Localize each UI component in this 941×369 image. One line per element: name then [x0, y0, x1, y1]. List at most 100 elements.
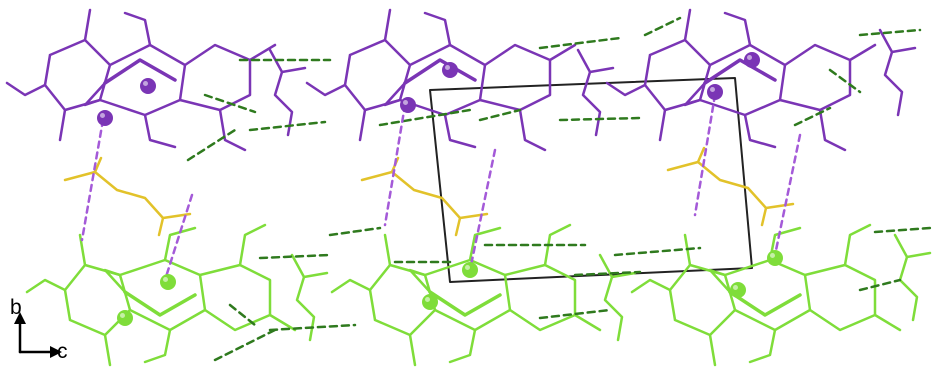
lower-atom-c1-highlight	[733, 285, 738, 290]
axis-b-arrow	[14, 312, 26, 324]
lower-cluster-b-bond-2	[330, 278, 372, 294]
upper-cluster-b-bond-1	[383, 8, 392, 42]
lower-cluster-a-bond-7	[238, 223, 267, 267]
lower-cluster-b-bond-3	[383, 233, 392, 267]
upper-cluster-c-metal-bridge	[703, 58, 777, 85]
upper-cluster-c-bond-8	[683, 81, 707, 107]
upper-atom-a1	[97, 110, 113, 126]
lower-cluster-a-metal-bridge	[123, 290, 197, 317]
upper-atom-b2-highlight	[445, 65, 450, 70]
linker-c-branch-2	[760, 206, 768, 227]
lower-cluster-a-bond-1	[103, 333, 112, 367]
upper-cluster-b-metal-bridge	[403, 58, 477, 85]
metal-contact-3	[383, 103, 407, 227]
upper-cluster-c-bond-6	[848, 43, 877, 62]
hbond-6	[538, 36, 622, 50]
upper-atom-c1-highlight	[710, 87, 715, 92]
lower-cluster-b-bond-5	[448, 328, 477, 364]
lower-atom-b1	[422, 294, 438, 310]
lower-cluster-b-bond-7	[543, 223, 572, 267]
upper-cluster-b-bond-7	[518, 108, 547, 152]
lower-cluster-c-bond-5	[748, 328, 777, 364]
upper-cluster-a-bond-3	[58, 108, 67, 142]
upper-cluster-c-ring-right	[778, 43, 852, 112]
lower-cluster-c-bond-1	[708, 333, 717, 367]
unit-cell-outline	[429, 77, 753, 283]
lower-chain-a-chain	[290, 253, 316, 342]
upper-cluster-b-bond-4	[443, 113, 477, 149]
upper-atom-a1-highlight	[100, 113, 105, 118]
hbond-4	[248, 120, 327, 132]
lower-cluster-b-bond-1	[408, 333, 417, 367]
lower-atom-c1	[730, 282, 746, 298]
upper-atom-a2	[140, 78, 156, 94]
upper-cluster-a-bond-7	[218, 108, 247, 152]
metal-atoms	[97, 52, 783, 326]
hbond-13	[228, 303, 257, 327]
upper-cluster-a-bond-8	[83, 81, 107, 107]
upper-cluster-c-bond-7	[818, 108, 847, 152]
lower-cluster-c-ring-center	[723, 258, 812, 332]
upper-layer-molecules	[5, 8, 917, 152]
lower-cluster-c-bond-8	[708, 268, 732, 294]
hbond-10	[793, 106, 832, 127]
hydrogen-bonds	[186, 16, 932, 362]
metal-contact-5	[693, 93, 717, 217]
upper-chain-b-chain-branch	[588, 66, 615, 74]
hbond-7	[558, 116, 642, 122]
lower-chain-a-chain-branch	[302, 271, 329, 279]
lower-atom-a2-highlight	[163, 277, 168, 282]
lower-cluster-a-bond-2	[25, 278, 67, 294]
metal-contacts	[80, 93, 802, 282]
upper-atom-c1	[707, 84, 723, 100]
lower-cluster-c-bond-6	[873, 313, 902, 332]
lower-cluster-c-bond-2	[630, 278, 672, 294]
upper-cluster-a-bond-2	[5, 81, 47, 97]
upper-cluster-b-bond-8	[383, 81, 407, 107]
lower-atom-b1-highlight	[425, 297, 430, 302]
lower-chain-c-chain-branch	[905, 251, 932, 259]
metal-contact-4	[468, 148, 497, 272]
lower-cluster-a-ring-center	[118, 258, 207, 332]
lower-layer-molecules	[25, 223, 932, 367]
upper-cluster-c-bond-5	[723, 11, 752, 47]
hbond-1	[186, 128, 237, 162]
upper-atom-b1-highlight	[403, 100, 408, 105]
lower-cluster-a-bond-4	[163, 226, 197, 262]
metal-contact-6	[773, 133, 802, 257]
lower-cluster-c-ring-right	[803, 263, 877, 332]
lower-chain-b-chain	[598, 253, 624, 342]
lower-cluster-a-bond-6	[268, 313, 297, 332]
upper-cluster-b-ring-right	[478, 43, 552, 112]
linker-a	[63, 170, 192, 220]
upper-atom-b2	[442, 62, 458, 78]
hbond-20	[573, 270, 642, 277]
lower-atom-b2-highlight	[465, 265, 470, 270]
lower-cluster-b-bond-6	[573, 313, 602, 332]
linker-a-branch-1	[93, 156, 103, 174]
upper-cluster-c-bond-3	[658, 108, 667, 142]
axis-c-arrow	[50, 346, 62, 358]
lower-atom-a1-highlight	[120, 313, 125, 318]
upper-cluster-a-ring-right	[178, 43, 252, 112]
lower-cluster-b-bond-4	[468, 226, 502, 262]
upper-cluster-b-bond-6	[548, 43, 577, 62]
upper-cluster-a-metal-bridge	[103, 58, 177, 85]
linker-a-branch-2	[157, 216, 165, 237]
hbond-11	[858, 28, 922, 37]
lower-cluster-a-bond-8	[103, 268, 127, 294]
lower-cluster-b-metal-bridge	[428, 290, 502, 317]
upper-chain-a-chain-branch	[280, 66, 307, 74]
upper-cluster-b-bond-5	[423, 11, 452, 47]
upper-chain-c-chain-branch	[890, 46, 917, 54]
upper-cluster-a-bond-5	[123, 11, 152, 47]
upper-cluster-a-ring-center	[98, 43, 187, 117]
lower-atom-b2	[462, 262, 478, 278]
lower-cluster-a-ring-right	[198, 263, 272, 332]
upper-chain-b-chain	[576, 48, 602, 137]
linker-b	[360, 170, 489, 220]
metal-contact-2	[163, 193, 194, 282]
upper-cluster-c-bond-4	[743, 113, 777, 149]
